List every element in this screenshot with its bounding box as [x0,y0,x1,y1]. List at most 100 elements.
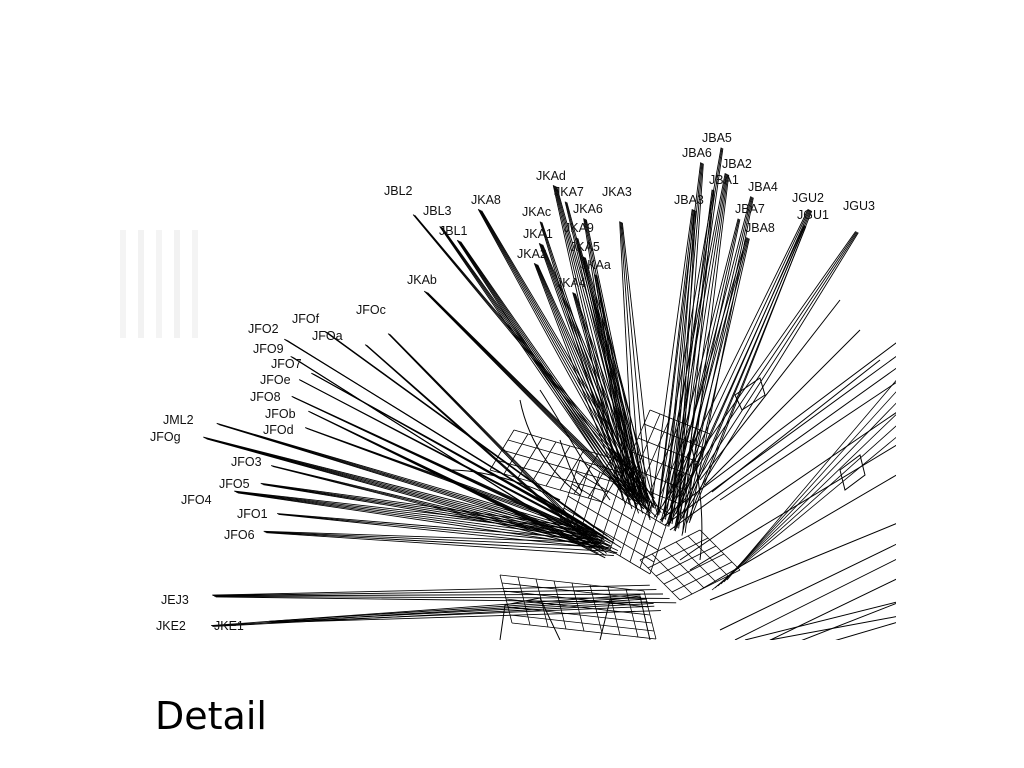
taxon-label-jfoa: JFOa [312,329,343,343]
curve-stroke [689,439,703,561]
exit-bundle [714,425,896,589]
branch-jfo9 [293,357,607,556]
exit-bundle [711,436,896,591]
branch-jba1 [675,189,714,530]
branch-jbl1 [456,239,624,496]
curve-stroke [539,389,611,501]
splits-web-core [671,561,733,593]
branch-jba7 [674,219,741,529]
branch-jfo4 [235,491,590,536]
branch-jkab [423,290,632,501]
taxon-label-jba7: JBA7 [735,202,765,216]
exit-bundle [664,355,896,526]
taxon-label-jba6: JBA6 [682,146,712,160]
splits-web-left [501,449,615,483]
taxon-label-jfo2: JFO2 [248,322,279,336]
taxon-label-jka5: JKA5 [570,240,600,254]
branch-jgu3 [673,232,859,531]
branch-jfo1 [277,513,594,541]
taxon-label-jkab: JKAb [407,273,437,287]
branch-jbl1 [459,241,643,509]
branch-jfo5 [260,482,583,528]
exit-bundle [769,578,896,640]
exit-bundle [835,622,896,640]
splits-web-center [575,471,667,527]
exit-bundle [744,601,896,640]
branch-jba3 [650,209,693,511]
branch-jba3 [670,210,696,524]
branch-jba3 [676,210,697,528]
branch-jfog [204,437,605,545]
branch-jgu2 [668,209,810,510]
splits-web-center [619,495,641,557]
branch-jml2 [216,422,591,533]
splits-web-lower [499,574,645,592]
branch-jgu1 [679,225,806,520]
branch-jfo4 [235,491,597,540]
branch-jgu2 [662,208,809,506]
branch-jka3 [620,222,648,502]
taxon-label-jka2: JKA2 [517,247,547,261]
branch-jfo5 [261,483,589,533]
branch-jka3 [620,221,642,497]
exit-bundle [717,414,896,587]
slide-caption: Detail [155,694,267,738]
branch-jbl1 [457,240,630,500]
branch-jfo6 [264,531,601,548]
branch-jka4 [574,293,651,511]
branch-jka3 [621,222,655,506]
branch-jba3 [656,209,694,515]
branch-jke1 [269,601,648,623]
curve-stroke [559,439,583,493]
splits-web-core [663,553,725,585]
branch-jfo5 [262,483,596,537]
branch-jke1 [268,596,642,622]
splits-web-core [655,545,717,577]
taxon-label-jfob: JFOb [265,407,296,421]
branch-jbl2 [412,214,642,490]
splits-web-lower [511,622,657,640]
taxon-label-jka3: JKA3 [602,185,632,199]
taxon-label-jfoe: JFOe [260,373,291,387]
branch-jbl1 [460,241,650,514]
taxon-label-jfof: JFOf [292,312,320,326]
taxon-label-jkad: JKAd [536,169,566,183]
branch-jka2 [537,264,646,503]
taxon-label-jfo5: JFO5 [219,477,250,491]
taxon-label-jfo8: JFO8 [250,390,281,404]
taxon-label-jml2: JML2 [163,413,194,427]
exit-bundle [720,402,896,585]
branch-jka8 [478,209,642,500]
exit-bundle [719,382,896,501]
taxon-label-jka7: JKA7 [554,185,584,199]
taxon-label-jka1: JKA1 [523,227,553,241]
taxon-label-jka8: JKA8 [471,193,501,207]
branch-jfog [205,438,611,549]
taxon-label-jkaa: JKAa [581,258,611,272]
branch-jkab [427,292,658,519]
branch-jgu3 [660,231,857,523]
branch-jfo4 [234,490,583,531]
branch-jfo3 [272,466,615,554]
taxon-label-jba3: JBA3 [674,193,704,207]
branch-jej3 [212,584,650,596]
taxon-label-jka6: JKA6 [573,202,603,216]
mesh-box [499,597,561,640]
taxon-label-jfod: JFOd [263,423,294,437]
branch-jba6 [657,162,702,513]
branch-jfoa [366,345,599,549]
splits-web-core [647,537,709,569]
branch-jkab [425,291,645,510]
taxon-label-jgu3: JGU3 [843,199,875,213]
exit-bundle [679,412,896,561]
branch-jej3 [213,593,664,597]
branch-jfoe [300,380,611,544]
exit-bundle [726,379,896,581]
splits-web-left [495,459,609,493]
splits-web-core [639,559,681,601]
splits-web-core [651,553,693,595]
exit-bundle [719,543,896,631]
branch-jka4 [574,293,644,507]
taxon-label-jka9: JKA9 [564,221,594,235]
